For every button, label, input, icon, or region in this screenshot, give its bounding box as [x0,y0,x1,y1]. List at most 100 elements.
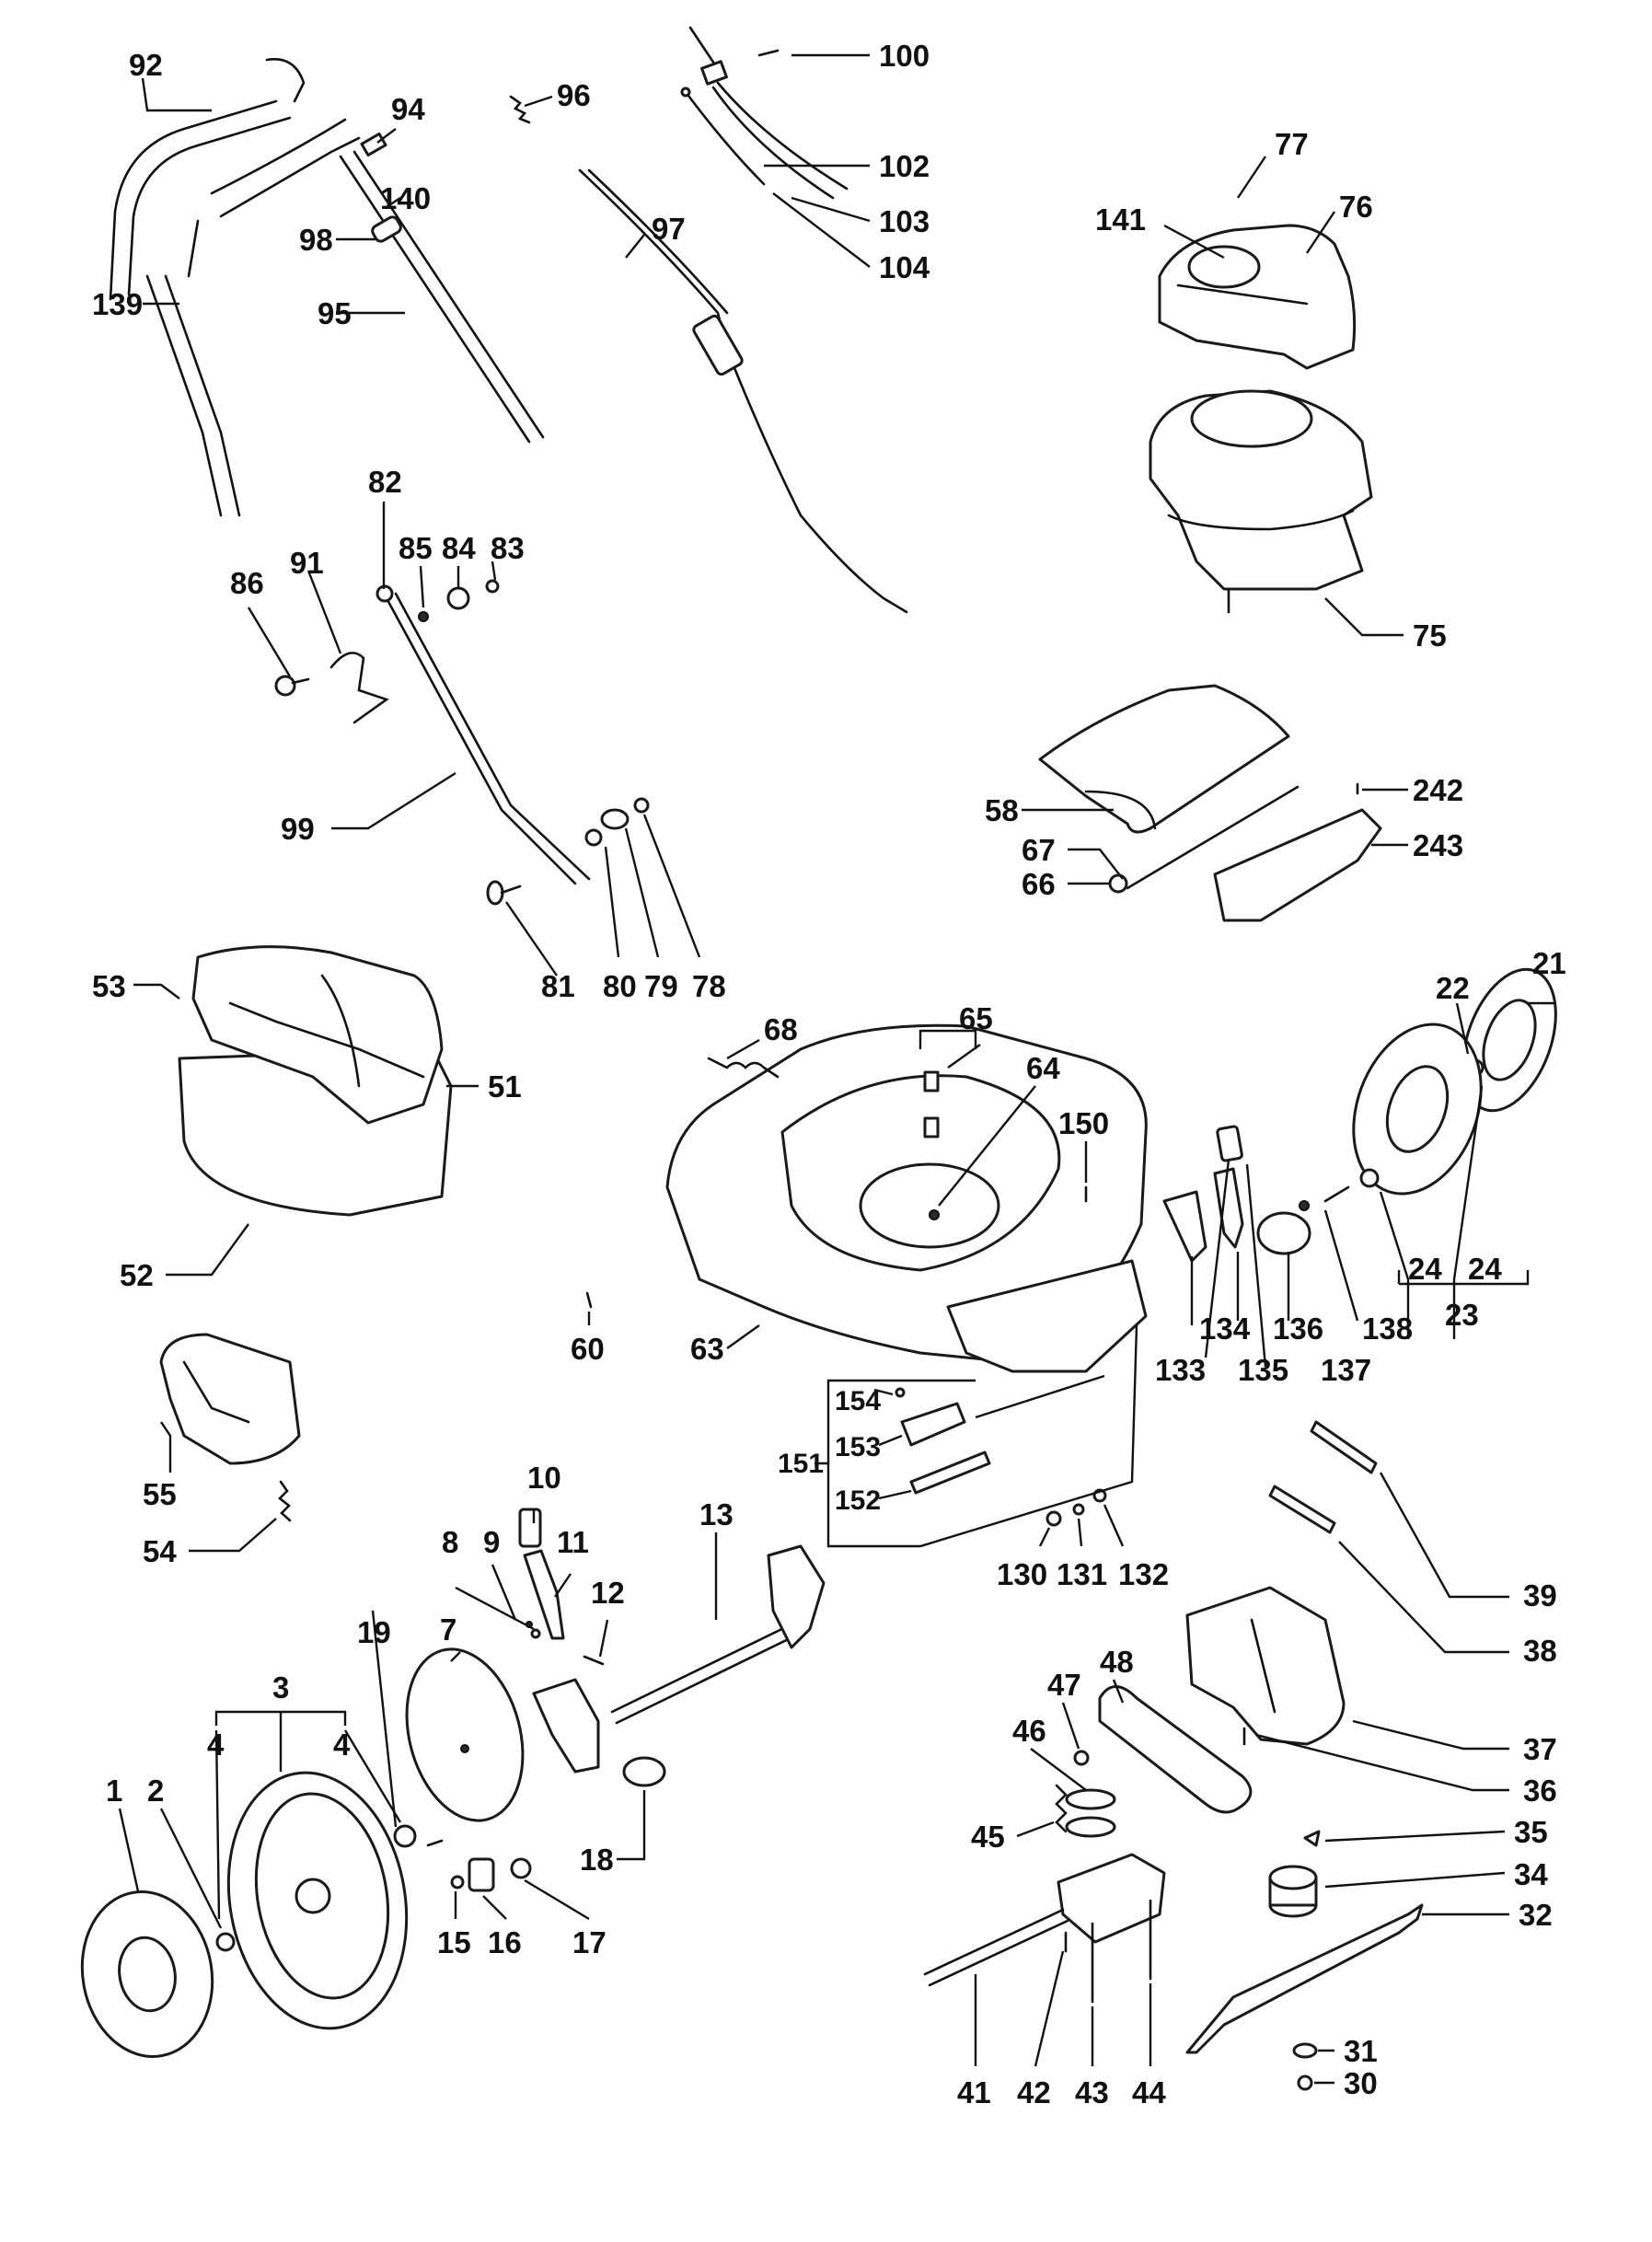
label-63: 63 [690,1332,724,1366]
label-103: 103 [879,204,930,238]
label-96: 96 [557,78,591,112]
label-76: 76 [1339,190,1373,224]
gearbox [1057,1853,1166,1944]
label-4a: 4 [207,1728,225,1762]
label-42: 42 [1017,2075,1051,2109]
spring-96 [509,95,531,124]
bolt-137 [1323,1185,1350,1203]
mulch-plug-243 [1213,808,1382,922]
label-130: 130 [997,1557,1047,1591]
label-37: 37 [1523,1732,1557,1766]
label-141: 141 [1095,202,1146,237]
bracket-91 [329,652,389,724]
shaft-41 [923,1908,1069,1987]
label-242: 242 [1413,773,1463,807]
label-1: 1 [106,1774,122,1808]
label-243: 243 [1413,828,1463,862]
bracket-left [532,1678,600,1774]
label-44: 44 [1132,2075,1166,2109]
label-36: 36 [1523,1774,1557,1808]
label-21: 21 [1532,946,1566,980]
label-52: 52 [120,1258,154,1292]
label-85: 85 [399,531,433,565]
key-35 [1303,1830,1321,1847]
wheel-23 [1352,1023,1483,1196]
hubcap-21 [1461,967,1557,1113]
washer-80 [584,828,603,847]
bearing-24 [1359,1168,1380,1188]
label-67: 67 [1022,833,1056,867]
label-24b: 24 [1468,1252,1502,1286]
belt-48 [1098,1685,1253,1814]
label-82: 82 [368,465,402,499]
label-30: 30 [1344,2066,1378,2100]
label-102: 102 [879,149,930,183]
plate-10 [518,1508,542,1548]
label-139: 139 [92,287,143,321]
part-152 [909,1450,991,1495]
cap-135 [1216,1125,1243,1162]
label-46: 46 [1012,1714,1046,1748]
label-32: 32 [1519,1898,1553,1932]
lever-11 [523,1549,565,1640]
label-16: 16 [488,1925,522,1959]
lever-134 [1213,1167,1244,1249]
label-97: 97 [652,212,686,246]
label-45: 45 [971,1820,1005,1854]
label-53: 53 [92,969,126,1003]
engine-75 [1149,389,1373,614]
label-34: 34 [1514,1857,1548,1891]
label-100: 100 [879,39,930,73]
cable-97 [578,168,908,614]
bracket-136 [1256,1211,1311,1255]
gear-16 [468,1857,495,1892]
adapter-34 [1268,1865,1318,1918]
label-39: 39 [1523,1578,1557,1612]
label-78: 78 [692,969,726,1003]
label-35: 35 [1514,1815,1548,1849]
label-80: 80 [603,969,637,1003]
label-91: 91 [290,546,324,580]
spring-45 [1055,1784,1068,1833]
spring-54 [278,1480,292,1522]
rear-flap-58 [1038,684,1290,834]
label-10: 10 [527,1461,561,1495]
pulley-46 [1065,1788,1116,1838]
label-135: 135 [1238,1353,1288,1387]
label-75: 75 [1413,618,1447,653]
label-94: 94 [391,92,425,126]
label-4b: 4 [333,1728,351,1762]
side-chute-55 [159,1333,301,1465]
leader-lines [118,53,1555,2085]
nut-78 [633,797,650,814]
label-152: 152 [835,1485,881,1516]
label-3: 3 [272,1670,289,1705]
cable-clip [360,132,387,157]
part-153 [900,1402,966,1447]
label-134: 134 [1199,1312,1251,1346]
cables-100-104 [680,26,849,200]
label-13: 13 [699,1497,734,1531]
label-22: 22 [1436,971,1470,1005]
handle-knob-upper [371,215,402,243]
knob-84 [446,586,470,610]
bearing-4 [393,1824,417,1848]
bracket-65 [923,1070,940,1138]
screw-60 [585,1291,593,1309]
label-140: 140 [380,181,431,215]
blade-32 [1185,1903,1424,2054]
label-58: 58 [985,793,1019,827]
axle-13 [610,1544,826,1725]
label-137: 137 [1321,1353,1371,1387]
label-8: 8 [442,1525,458,1559]
label-11: 11 [557,1525,589,1559]
label-23: 23 [1445,1298,1479,1332]
nut-47 [1073,1750,1090,1766]
label-54: 54 [143,1534,177,1568]
nut-130 [1045,1510,1062,1527]
label-12: 12 [591,1576,625,1610]
label-41: 41 [957,2075,991,2109]
label-31: 31 [1344,2034,1378,2068]
label-98: 98 [299,223,333,257]
callout-labels: 92 94 140 98 139 95 96 100 97 102 103 10… [92,39,1566,2109]
